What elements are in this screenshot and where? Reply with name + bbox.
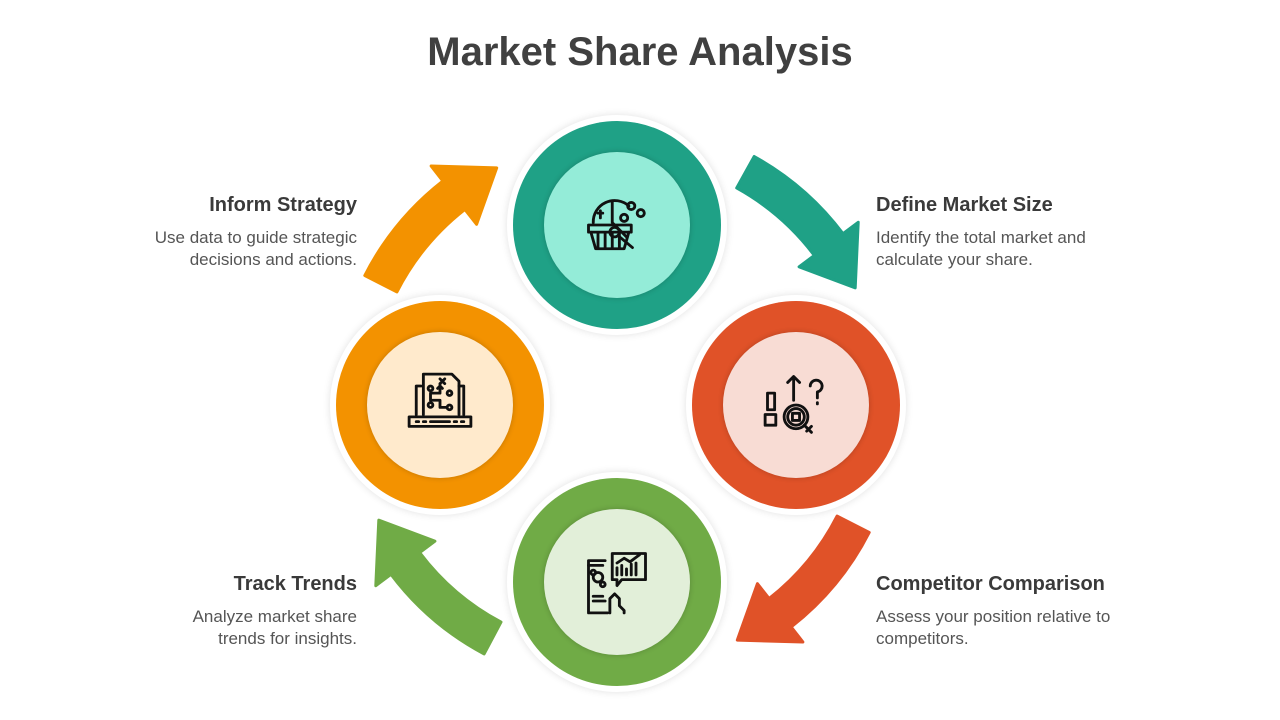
page-title: Market Share Analysis <box>427 30 853 74</box>
step-description: Identify the total market and calculate … <box>876 228 1086 269</box>
step-node-inform-strategy <box>330 295 550 515</box>
step-text-define-market-size: Define Market Size Identify the total ma… <box>876 194 1176 271</box>
step-text-inform-strategy: Inform Strategy Use data to guide strate… <box>57 194 357 271</box>
step-title: Inform Strategy <box>209 194 357 216</box>
step-node-define-market-size <box>507 115 727 335</box>
step-description: Use data to guide strategic decisions an… <box>154 228 357 269</box>
mobile-analytics-trend-icon <box>544 509 690 655</box>
arrow-to-inform-strategy <box>374 518 503 656</box>
step-title: Track Trends <box>233 573 357 595</box>
step-node-competitor-comparison <box>686 295 906 515</box>
arrow-to-track-trends <box>735 514 871 644</box>
product-search-compare-icon <box>723 332 869 478</box>
arrow-to-define-market-size <box>363 164 499 294</box>
step-node-track-trends <box>507 472 727 692</box>
arrow-to-competitor-comparison <box>735 155 860 290</box>
laptop-strategy-plan-icon <box>367 332 513 478</box>
step-description: Assess your position relative to competi… <box>876 607 1111 648</box>
step-text-track-trends: Track Trends Analyze market share trends… <box>57 573 357 650</box>
step-description: Analyze market share trends for insights… <box>192 607 357 648</box>
market-basket-chart-icon <box>544 152 690 298</box>
step-title: Define Market Size <box>876 194 1053 216</box>
step-text-competitor-comparison: Competitor Comparison Assess your positi… <box>876 573 1176 650</box>
step-title: Competitor Comparison <box>876 573 1105 595</box>
